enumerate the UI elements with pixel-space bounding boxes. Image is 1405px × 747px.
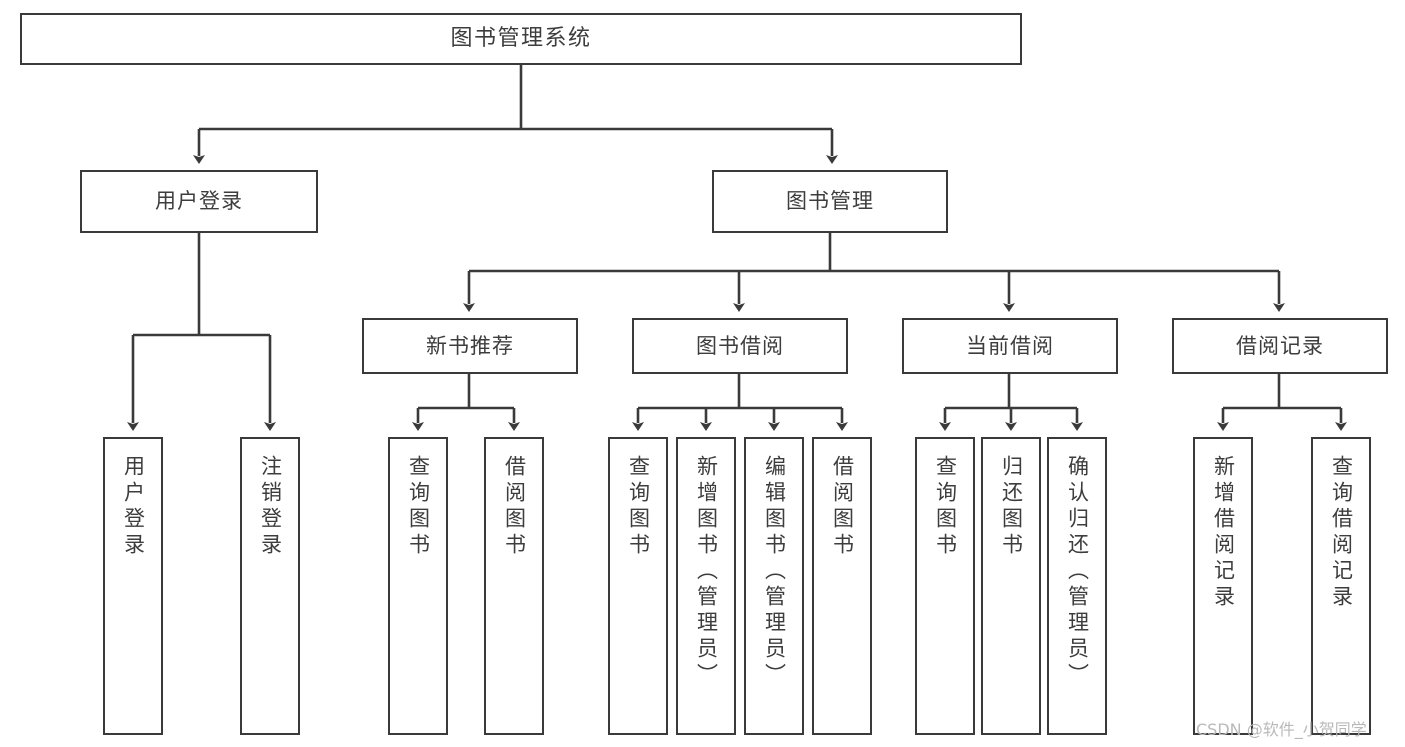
node-label: 新增图书（管理员） [694, 455, 719, 689]
leaf-query-borrow-record[interactable]: 查询借阅记录 [1311, 437, 1371, 735]
node-label: 注销登录 [258, 455, 283, 559]
leaf-confirm-return-admin[interactable]: 确认归还（管理员） [1047, 437, 1107, 735]
node-label: 图书管理 [786, 189, 874, 214]
leaf-logout-login[interactable]: 注销登录 [240, 437, 300, 735]
node-label: 借阅图书 [830, 455, 855, 559]
node-label: 编辑图书（管理员） [762, 455, 787, 689]
node-label: 归还图书 [999, 455, 1024, 559]
leaf-query-book-new-rec[interactable]: 查询图书 [388, 437, 448, 735]
node-label: 查询借阅记录 [1329, 455, 1354, 611]
node-borrow-record[interactable]: 借阅记录 [1172, 318, 1388, 374]
watermark-text: CSDN @软件_小贺同学 [1196, 720, 1367, 739]
leaf-query-book-current[interactable]: 查询图书 [915, 437, 975, 735]
leaf-borrow-book-new-rec[interactable]: 借阅图书 [484, 437, 544, 735]
node-label: 借阅图书 [502, 455, 527, 559]
node-label: 查询图书 [933, 455, 958, 559]
leaf-add-book-admin[interactable]: 新增图书（管理员） [676, 437, 736, 735]
node-book-management[interactable]: 图书管理 [712, 170, 948, 233]
node-label: 新增借阅记录 [1211, 455, 1236, 611]
node-label: 当前借阅 [966, 333, 1054, 358]
node-new-book-recommendation[interactable]: 新书推荐 [362, 318, 578, 374]
node-book-borrow[interactable]: 图书借阅 [632, 318, 848, 374]
leaf-return-book[interactable]: 归还图书 [981, 437, 1041, 735]
leaf-edit-book-admin[interactable]: 编辑图书（管理员） [744, 437, 804, 735]
node-label: 查询图书 [406, 455, 431, 559]
node-label: 用户登录 [121, 455, 146, 559]
node-label: 借阅记录 [1236, 333, 1324, 358]
leaf-query-book-borrow[interactable]: 查询图书 [608, 437, 668, 735]
leaf-user-login[interactable]: 用户登录 [103, 437, 163, 735]
node-user-login[interactable]: 用户登录 [80, 170, 318, 233]
node-label: 新书推荐 [426, 333, 514, 358]
node-label: 图书管理系统 [450, 25, 592, 51]
node-root-book-management-system[interactable]: 图书管理系统 [20, 13, 1022, 65]
node-label: 确认归还（管理员） [1065, 455, 1090, 689]
node-label: 用户登录 [155, 189, 243, 214]
leaf-add-borrow-record[interactable]: 新增借阅记录 [1193, 437, 1253, 735]
node-current-borrow[interactable]: 当前借阅 [902, 318, 1118, 374]
leaf-borrow-book-borrow[interactable]: 借阅图书 [812, 437, 872, 735]
node-label: 图书借阅 [696, 333, 784, 358]
node-label: 查询图书 [626, 455, 651, 559]
